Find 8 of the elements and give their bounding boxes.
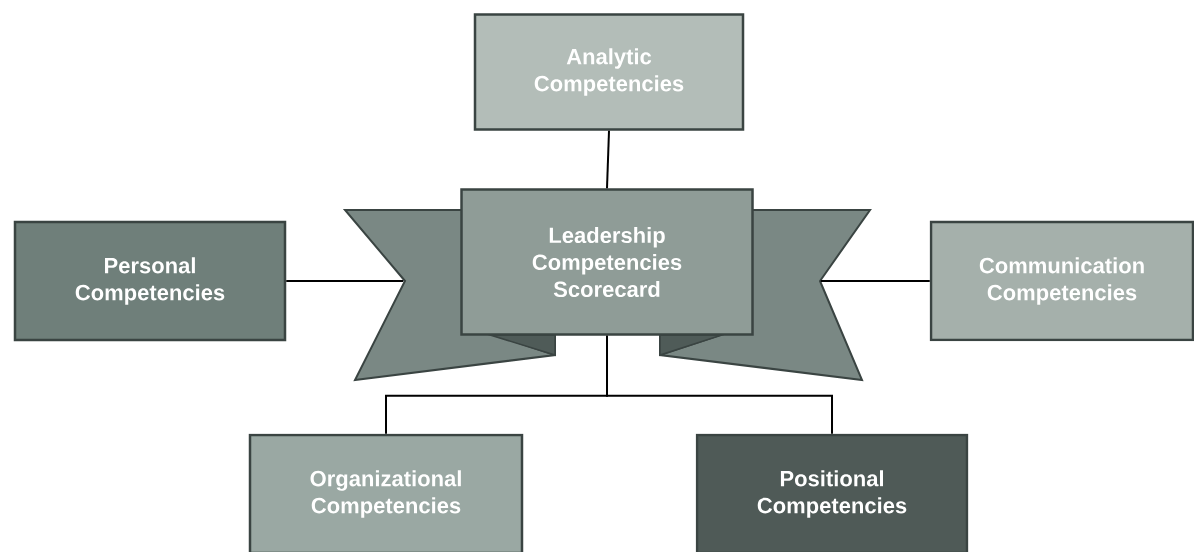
competency-box: Personal Competencies xyxy=(13,220,287,342)
competency-box: Organizational Competencies xyxy=(248,433,524,552)
competency-box: Positional Competencies xyxy=(695,433,969,552)
connector-line xyxy=(606,129,610,190)
competency-box: Leadership Competencies Scorecard xyxy=(460,188,754,336)
competency-box: Analytic Competencies xyxy=(473,13,745,131)
competency-box: Communication Competencies xyxy=(929,220,1194,342)
connector-line xyxy=(606,334,833,435)
